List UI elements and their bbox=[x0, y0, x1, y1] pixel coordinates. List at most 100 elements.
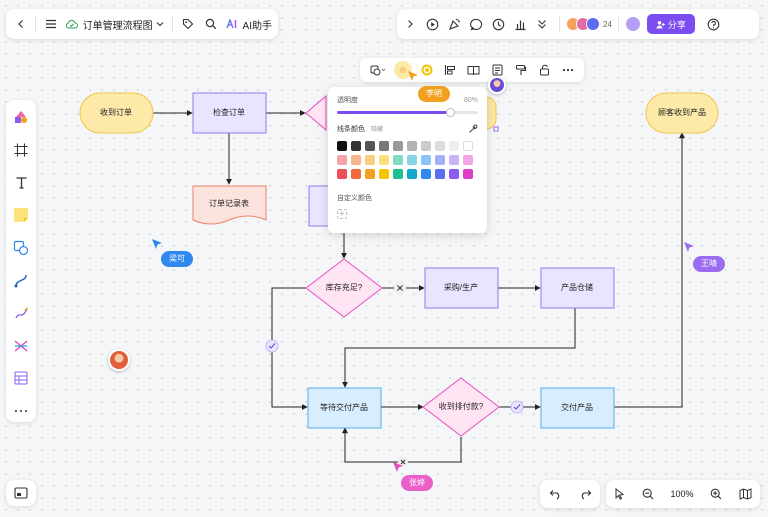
node-deliver[interactable]: 交付产品 bbox=[540, 387, 615, 429]
color-swatch[interactable] bbox=[337, 155, 347, 165]
color-swatch[interactable] bbox=[365, 155, 375, 165]
branch-yes-marker[interactable] bbox=[265, 339, 279, 353]
branch-no-marker-2[interactable] bbox=[398, 457, 408, 467]
fill-color-icon[interactable] bbox=[394, 61, 413, 79]
color-swatch-grid bbox=[337, 141, 478, 179]
connector-icon[interactable] bbox=[10, 270, 32, 292]
color-swatch[interactable] bbox=[393, 155, 403, 165]
frame-icon[interactable] bbox=[10, 139, 32, 161]
color-swatch[interactable] bbox=[393, 141, 403, 151]
share-button[interactable]: 分享 bbox=[646, 14, 695, 34]
expand-icon[interactable] bbox=[403, 15, 417, 33]
node-check-order[interactable]: 检查订单 bbox=[192, 92, 267, 134]
color-swatch[interactable] bbox=[463, 169, 473, 179]
document-title[interactable]: 订单管理流程图 bbox=[82, 20, 153, 32]
node-order-record[interactable]: 订单记录表 bbox=[192, 185, 267, 225]
color-swatch[interactable] bbox=[421, 155, 431, 165]
eyedropper-icon[interactable] bbox=[468, 124, 478, 134]
node-purchase[interactable]: 采购/生产 bbox=[424, 267, 499, 309]
chart-icon[interactable] bbox=[509, 15, 531, 33]
color-swatch[interactable] bbox=[337, 141, 347, 151]
color-swatch[interactable] bbox=[421, 141, 431, 151]
color-swatch[interactable] bbox=[435, 169, 445, 179]
shape-style-icon[interactable] bbox=[367, 61, 389, 79]
color-swatch[interactable] bbox=[407, 169, 417, 179]
color-swatch[interactable] bbox=[463, 155, 473, 165]
text-icon[interactable] bbox=[10, 171, 32, 193]
color-swatch[interactable] bbox=[407, 141, 417, 151]
line-color-sub[interactable]: 隐藏 bbox=[370, 127, 383, 133]
play-icon[interactable] bbox=[421, 15, 443, 33]
more-icon[interactable] bbox=[559, 61, 577, 79]
color-swatch[interactable] bbox=[435, 155, 445, 165]
svg-text:收到订单: 收到订单 bbox=[100, 107, 132, 117]
color-swatch[interactable] bbox=[365, 141, 375, 151]
more-tools-icon[interactable] bbox=[10, 400, 32, 422]
node-partial-purple[interactable] bbox=[308, 185, 330, 227]
add-custom-color-button[interactable]: + bbox=[337, 209, 347, 219]
border-color-icon[interactable] bbox=[418, 61, 436, 79]
menu-icon[interactable] bbox=[42, 15, 59, 33]
opacity-slider-knob[interactable] bbox=[445, 108, 455, 117]
table-icon[interactable] bbox=[10, 368, 32, 390]
celebrate-icon[interactable] bbox=[443, 15, 465, 33]
search-icon[interactable] bbox=[202, 15, 219, 33]
node-partial-diamond[interactable] bbox=[305, 94, 327, 132]
color-swatch[interactable] bbox=[379, 155, 389, 165]
node-stock-check[interactable]: 库存充足? bbox=[305, 258, 383, 318]
branch-yes-marker-2[interactable] bbox=[510, 400, 524, 414]
selection-handle[interactable] bbox=[493, 126, 499, 132]
templates-icon[interactable] bbox=[10, 106, 32, 128]
color-swatch[interactable] bbox=[379, 169, 389, 179]
color-swatch[interactable] bbox=[351, 155, 361, 165]
select-pointer-icon[interactable] bbox=[614, 488, 625, 500]
shape-icon[interactable] bbox=[10, 237, 32, 259]
color-swatch[interactable] bbox=[379, 141, 389, 151]
node-customer-receive[interactable]: 顾客收到产品 bbox=[645, 92, 719, 134]
color-swatch[interactable] bbox=[365, 169, 375, 179]
lock-icon[interactable] bbox=[536, 61, 554, 79]
zoom-in-icon[interactable] bbox=[710, 488, 722, 500]
zoom-out-icon[interactable] bbox=[642, 488, 654, 500]
opacity-slider[interactable] bbox=[337, 108, 478, 117]
back-icon[interactable] bbox=[12, 15, 29, 33]
map-icon[interactable] bbox=[739, 488, 752, 500]
color-swatch[interactable] bbox=[351, 141, 361, 151]
color-swatch[interactable] bbox=[435, 141, 445, 151]
collaborator-avatars[interactable]: 24 bbox=[566, 17, 612, 31]
format-painter-icon[interactable] bbox=[512, 61, 530, 79]
node-product-stock[interactable]: 产品仓储 bbox=[540, 267, 615, 309]
zoom-level[interactable]: 100% bbox=[670, 489, 694, 499]
color-swatch[interactable] bbox=[407, 155, 417, 165]
ai-assistant-button[interactable]: AI助手 bbox=[225, 17, 272, 32]
pen-icon[interactable] bbox=[10, 302, 32, 324]
comment-icon[interactable] bbox=[465, 15, 487, 33]
color-swatch[interactable] bbox=[463, 141, 473, 151]
tag-icon[interactable] bbox=[179, 15, 196, 33]
node-wait-delivery[interactable]: 等待交付产品 bbox=[307, 387, 382, 429]
collapse-icon[interactable] bbox=[531, 15, 553, 33]
book-icon[interactable] bbox=[465, 61, 483, 79]
redo-icon[interactable] bbox=[579, 489, 592, 500]
color-swatch[interactable] bbox=[449, 141, 459, 151]
align-icon[interactable] bbox=[441, 61, 459, 79]
chevron-down-icon[interactable] bbox=[155, 15, 166, 33]
mindmap-icon[interactable] bbox=[10, 335, 32, 357]
color-swatch[interactable] bbox=[449, 169, 459, 179]
color-swatch[interactable] bbox=[449, 155, 459, 165]
history-icon[interactable] bbox=[487, 15, 509, 33]
color-swatch[interactable] bbox=[393, 169, 403, 179]
branch-no-marker[interactable] bbox=[394, 282, 406, 294]
node-payment-check[interactable]: 收到排付款? bbox=[422, 377, 500, 437]
note-icon[interactable] bbox=[489, 61, 507, 79]
node-receive-order[interactable]: 收到订单 bbox=[79, 92, 154, 134]
color-swatch[interactable] bbox=[337, 169, 347, 179]
color-swatch[interactable] bbox=[421, 169, 431, 179]
color-swatch[interactable] bbox=[351, 169, 361, 179]
undo-icon[interactable] bbox=[549, 489, 562, 500]
minimap-button[interactable] bbox=[6, 480, 36, 506]
sticky-note-icon[interactable] bbox=[10, 204, 32, 226]
user-avatar[interactable] bbox=[624, 16, 641, 32]
help-icon[interactable] bbox=[705, 15, 723, 33]
